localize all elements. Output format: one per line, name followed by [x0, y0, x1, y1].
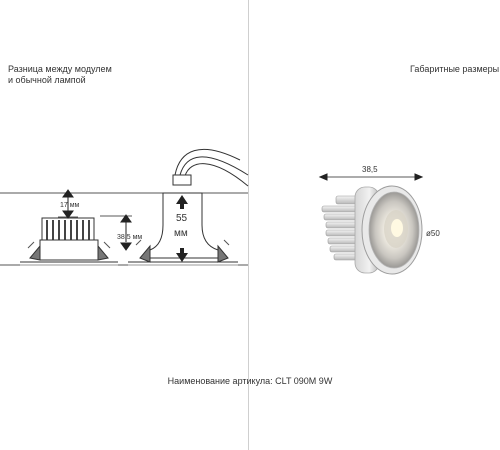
section-divider	[248, 0, 249, 450]
left-caption: Разница между модулем и обычной лампой	[8, 64, 112, 86]
article-name: Наименование артикула: CLT 090M 9W	[167, 376, 333, 386]
product-length-dimension	[318, 173, 424, 181]
module-depth-dimension	[100, 214, 132, 251]
lamp-height-unit: мм	[174, 228, 188, 239]
left-caption-line2: и обычной лампой	[8, 75, 86, 85]
module-height-label: 17 мм	[60, 202, 80, 209]
right-caption: Габаритные размеры	[410, 64, 500, 74]
heatsink-fins	[321, 195, 365, 261]
module-depth-label: 38.5 мм	[117, 234, 142, 241]
led-module-product	[321, 185, 423, 275]
lamp-height-dimension	[176, 195, 188, 262]
left-caption-line1: Разница между модулем	[8, 64, 112, 74]
led-module-fixture	[20, 217, 118, 266]
lamp-height-value: 55	[176, 213, 188, 224]
product-length-label: 38,5	[362, 165, 378, 174]
conventional-lamp-fixture	[128, 148, 249, 266]
product-diameter-label: ø50	[426, 229, 440, 238]
module-height-dimension	[58, 189, 78, 219]
